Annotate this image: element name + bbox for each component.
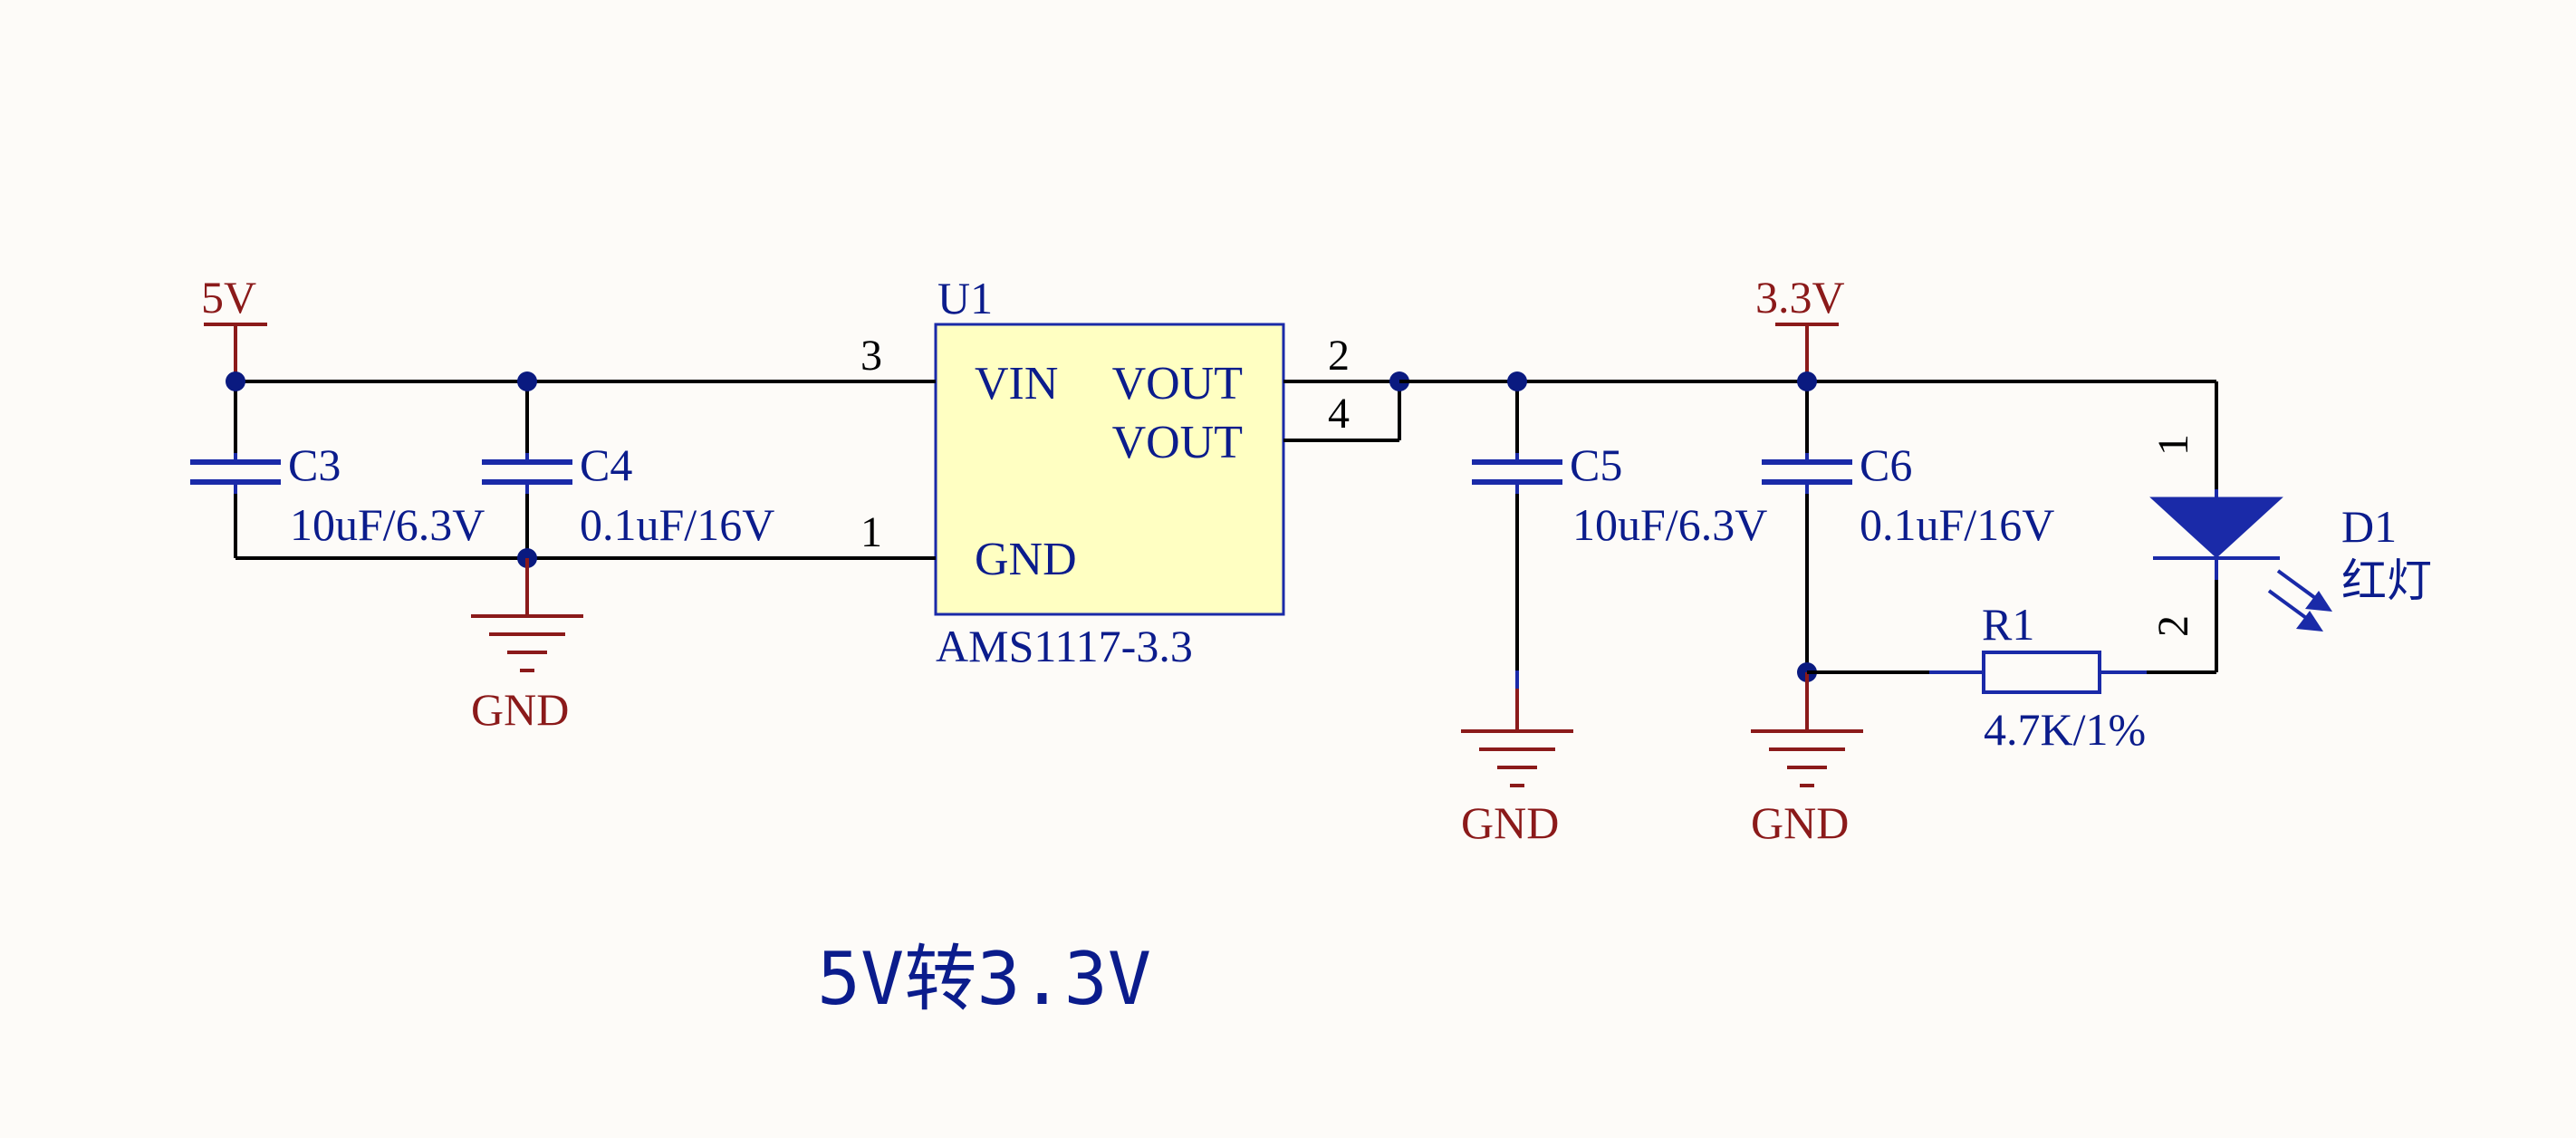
u1-pin-gnd: GND <box>975 534 1077 585</box>
r1-value: 4.7K/1% <box>1984 704 2146 755</box>
c6-ref: C6 <box>1860 439 1912 490</box>
junction-5v-c4 <box>517 371 537 391</box>
u1-pin2-number: 2 <box>1328 332 1350 380</box>
power-3v3-label: 3.3V <box>1755 272 1845 323</box>
c6-value: 0.1uF/16V <box>1860 499 2054 550</box>
gnd-label-c5: GND <box>1461 797 1559 848</box>
u1-part: AMS1117-3.3 <box>936 621 1193 671</box>
u1-pin-vout2: VOUT <box>1112 417 1243 468</box>
junction-5v-c3 <box>226 371 245 391</box>
c4-value: 0.1uF/16V <box>580 499 774 550</box>
led-d1: 1 2 D1 红灯 <box>2149 381 2432 672</box>
power-5v-label: 5V <box>201 272 256 323</box>
power-port-3v3: 3.3V <box>1755 272 1845 381</box>
capacitor-c5: C5 10uF/6.3V <box>1472 381 1767 729</box>
capacitor-c4: C4 0.1uF/16V <box>482 381 774 558</box>
c5-ref: C5 <box>1570 439 1622 490</box>
junction-3v3-c5 <box>1507 371 1527 391</box>
ground-symbol-c5: GND <box>1461 689 1573 848</box>
d1-pin-a-number: 1 <box>2149 434 2197 456</box>
c3-ref: C3 <box>288 439 341 490</box>
regulator-u1: U1 3 VIN 1 GND 2 VOUT 4 VOUT AMS1117-3.3 <box>820 273 1399 671</box>
c5-value: 10uF/6.3V <box>1572 499 1767 550</box>
u1-pin3-number: 3 <box>860 332 882 380</box>
gnd-label-c6: GND <box>1751 797 1849 848</box>
capacitor-c6: C6 0.1uF/16V <box>1762 381 2054 672</box>
d1-ref: D1 <box>2341 501 2397 552</box>
junction-3v3-c6 <box>1797 371 1817 391</box>
d1-value: 红灯 <box>2341 555 2432 607</box>
u1-pin4-number: 4 <box>1328 390 1350 438</box>
c4-ref: C4 <box>580 439 632 490</box>
r1-ref: R1 <box>1982 599 2034 650</box>
u1-pin1-number: 1 <box>860 508 882 556</box>
power-port-5v: 5V <box>201 272 267 381</box>
c3-value: 10uF/6.3V <box>290 499 485 550</box>
u1-pin-vout1: VOUT <box>1112 358 1243 410</box>
schematic-title: 5V转3.3V <box>817 937 1151 1021</box>
d1-pin-k-number: 2 <box>2149 615 2197 637</box>
ground-symbol-left: GND <box>471 558 583 735</box>
u1-pin-vin: VIN <box>975 358 1058 410</box>
ground-symbol-c6: GND <box>1751 672 1863 848</box>
gnd-label-left: GND <box>471 684 569 735</box>
u1-ref: U1 <box>937 273 993 323</box>
capacitor-c3: C3 10uF/6.3V <box>190 381 485 558</box>
resistor-r1: R1 4.7K/1% <box>1807 599 2216 755</box>
